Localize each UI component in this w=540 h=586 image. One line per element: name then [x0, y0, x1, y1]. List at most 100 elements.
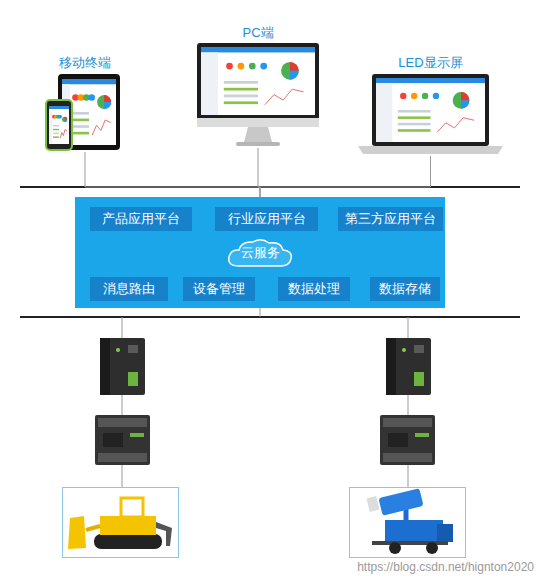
gateway-terminal — [414, 372, 424, 386]
screen — [49, 106, 69, 144]
gateway-device — [386, 338, 431, 395]
screen-sidebar — [376, 83, 392, 142]
table-row — [53, 129, 59, 131]
status-dot — [249, 63, 256, 70]
table-row — [73, 112, 89, 115]
table-row — [53, 125, 59, 127]
pie-chart — [97, 95, 111, 109]
term-node: LED显示屏 — [358, 54, 503, 156]
table-row — [73, 132, 89, 135]
fog-cannon-nozzle — [366, 496, 379, 512]
fog-cannon-tank — [437, 524, 453, 542]
status-dot — [238, 63, 245, 70]
bottom-bus-line — [20, 316, 520, 318]
monitor-bezel — [197, 43, 319, 127]
node-label: 数据处理 — [288, 281, 340, 297]
gateway-port — [128, 345, 138, 353]
gateway-led — [402, 348, 406, 352]
bulldozer-blade — [68, 516, 86, 549]
wire — [122, 317, 123, 338]
band-node: 产品应用平台 行业应用平台 第三方应用平台云服务消息路由 设备管理 数据处理 数据存储 — [75, 197, 445, 308]
screen-sidebar — [49, 109, 52, 144]
table-row — [224, 95, 258, 98]
line-chart — [437, 118, 474, 133]
connector — [260, 156, 431, 197]
bulldozer-arm — [86, 526, 100, 530]
pie-chart — [62, 117, 67, 122]
wire — [122, 395, 123, 415]
gateway-terminal — [128, 372, 138, 386]
plc-terminals — [98, 418, 147, 427]
machine-frame — [63, 488, 179, 558]
pie-slice — [290, 71, 299, 80]
plc-device — [380, 415, 435, 465]
watermark: https://blog.csdn.net/hignton2020 — [357, 560, 534, 574]
table-row — [398, 123, 431, 126]
fog-cannon-body — [385, 520, 443, 544]
connector — [85, 152, 260, 197]
node-label: 产品应用平台 — [102, 211, 180, 227]
bulldozer-cab — [121, 498, 143, 517]
table-row — [73, 119, 89, 122]
gateway-led — [116, 348, 120, 352]
wire — [408, 317, 409, 338]
status-dot — [422, 93, 428, 99]
screen — [201, 47, 315, 115]
status-dot — [260, 63, 267, 70]
plc-panel — [103, 433, 123, 447]
box-node: 设备管理 — [183, 277, 255, 301]
screen-header — [49, 106, 69, 109]
plc-terminals — [98, 453, 147, 462]
node-label: 行业应用平台 — [228, 211, 306, 227]
monitor-chin — [197, 118, 319, 127]
node-label: 数据存储 — [379, 281, 431, 297]
fog-cannon-wheel — [426, 542, 438, 554]
box-node: 消息路由 — [90, 277, 168, 301]
table-row — [398, 116, 431, 119]
screen-header — [201, 47, 315, 52]
table-row — [224, 81, 258, 84]
node-label: 消息路由 — [103, 281, 155, 297]
term-node: 移动终端 — [40, 54, 130, 152]
pie-chart — [281, 62, 299, 80]
pie-chart — [453, 92, 470, 109]
pie-slice — [290, 62, 299, 71]
screen-header — [62, 79, 116, 84]
table-row — [398, 129, 431, 132]
pie-slice — [65, 119, 68, 122]
screen-header — [376, 78, 485, 83]
pie-slice — [461, 100, 469, 108]
plc-led-strip — [130, 433, 144, 437]
bulldozer-track — [94, 534, 162, 549]
box-node: 产品应用平台 — [90, 207, 192, 231]
line-chart — [265, 89, 304, 105]
monitor-stand — [244, 127, 272, 142]
wire — [408, 465, 409, 487]
cloud-node: 云服务 — [225, 237, 295, 269]
table-row — [53, 133, 59, 135]
pie-slice — [104, 95, 111, 102]
gateway-device — [100, 338, 145, 395]
fog-cannon-barrel — [378, 488, 423, 516]
box-node: 数据处理 — [278, 277, 350, 301]
pie-slice — [461, 92, 469, 100]
machine-frame — [350, 488, 466, 558]
box-node: 数据存储 — [370, 277, 440, 301]
bulldozer-ripper — [156, 522, 172, 546]
laptop-base — [358, 146, 503, 154]
laptop-bezel — [372, 74, 489, 146]
gateway-port — [414, 345, 424, 353]
node-label: 第三方应用平台 — [345, 211, 436, 227]
monitor-base — [236, 142, 280, 146]
gateway-side — [100, 338, 110, 395]
node-shape — [192, 24, 324, 148]
screen — [376, 78, 485, 142]
terminal-label: 移动终端 — [40, 54, 130, 72]
plc-terminals — [383, 453, 432, 462]
box-node: 行业应用平台 — [215, 207, 318, 231]
terminal-label: LED显示屏 — [358, 54, 503, 72]
bulldozer-body — [100, 516, 156, 535]
plc-device — [95, 415, 150, 465]
node-label: 云服务 — [241, 245, 280, 261]
